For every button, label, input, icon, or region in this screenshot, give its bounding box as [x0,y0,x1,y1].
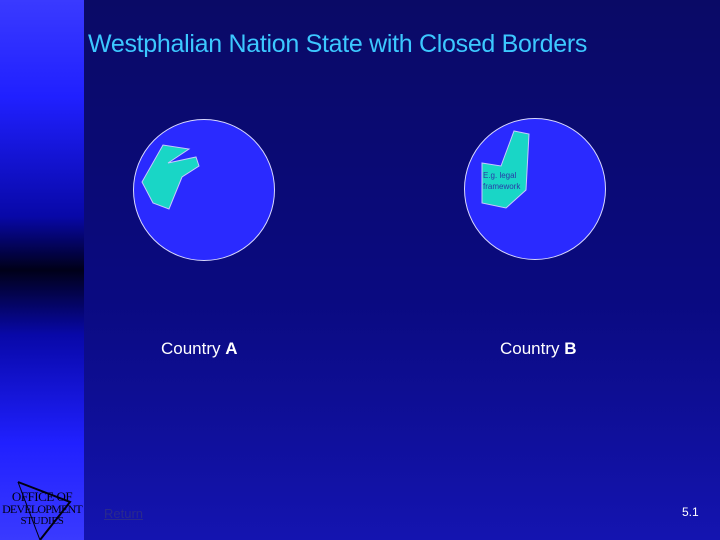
left-sidebar-bar [0,0,84,540]
country-b-internal-shape [481,130,530,209]
country-a-prefix: Country [161,339,226,358]
country-b-letter: B [564,339,577,358]
country-b-label: Country B [500,339,577,359]
logo-text-line-2: DEVELOPMENT [2,502,83,516]
logo-text-line-1: OFFICE OF [11,489,73,504]
country-b-prefix: Country [500,339,565,358]
slide-number: 5.1 [682,505,699,519]
slide-title: Westphalian Nation State with Closed Bor… [88,30,588,58]
office-of-development-studies-logo: OFFICE OF DEVELOPMENT STUDIES [0,480,84,540]
country-a-letter: A [225,339,238,358]
country-b-circle [464,118,606,260]
country-a-internal-shape [141,144,200,210]
return-link[interactable]: Return [104,506,144,521]
logo-text-line-3: STUDIES [20,515,64,527]
country-a-label: Country A [161,339,238,359]
legal-framework-label: E.g. legal framework [483,171,521,191]
logo-triangle-icon [17,481,72,540]
